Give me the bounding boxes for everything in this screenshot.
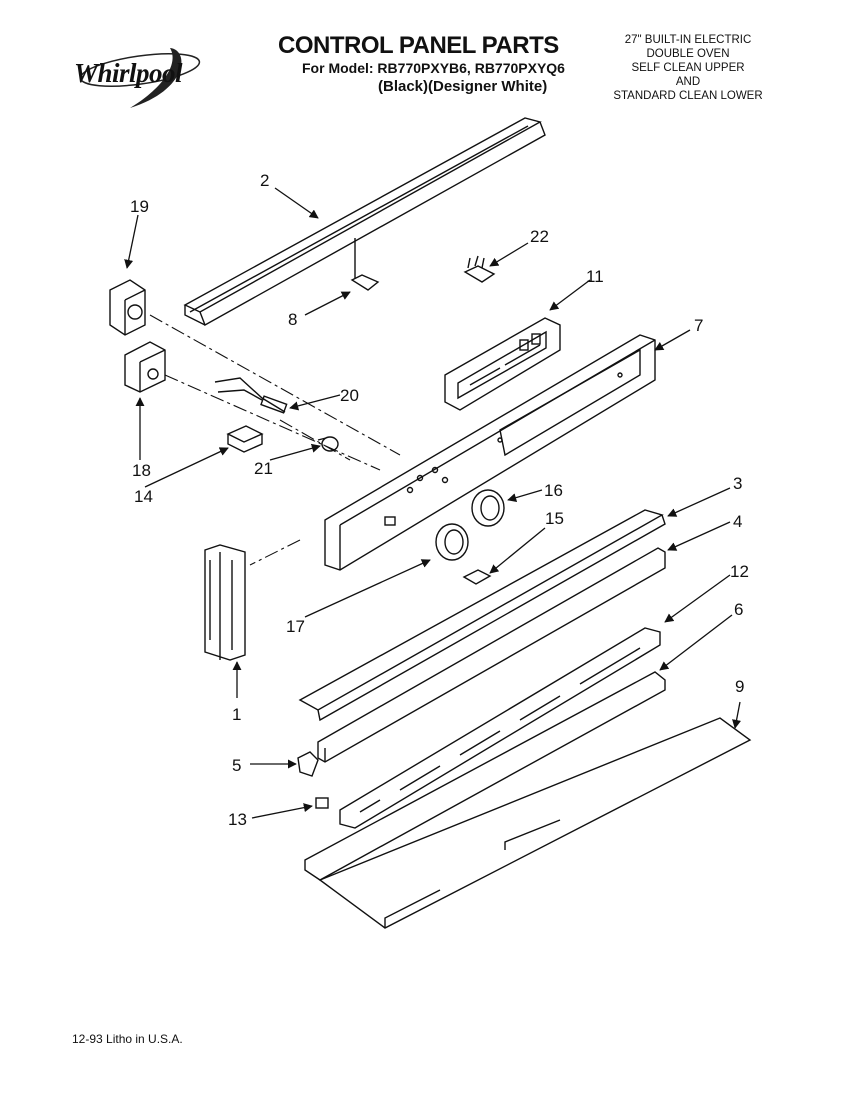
desc-line-2: DOUBLE OVEN bbox=[646, 48, 730, 60]
callout-15: 15 bbox=[545, 509, 564, 528]
part-1-end-cap bbox=[204, 544, 246, 661]
callout-9: 9 bbox=[735, 677, 744, 696]
callout-3: 3 bbox=[733, 474, 742, 493]
part-18-switch bbox=[124, 341, 166, 393]
page-title: CONTROL PANEL PARTS bbox=[278, 32, 559, 59]
callout-labels: 2 19 22 11 8 7 20 18 14 21 16 3 15 4 17 … bbox=[130, 171, 749, 829]
callout-19: 19 bbox=[130, 197, 149, 216]
whirlpool-swirl-icon bbox=[79, 48, 201, 108]
model-line: For Model: RB770PXYB6, RB770PXYQ6 bbox=[302, 60, 565, 76]
callout-7: 7 bbox=[694, 316, 703, 335]
callout-16: 16 bbox=[544, 481, 563, 500]
callout-13: 13 bbox=[228, 810, 247, 829]
litho-footer: 12-93 Litho in U.S.A. bbox=[72, 1032, 183, 1046]
callout-1: 1 bbox=[232, 705, 241, 724]
callout-4: 4 bbox=[733, 512, 742, 531]
part-19-switch bbox=[109, 279, 146, 336]
desc-line-3: SELF CLEAN UPPER bbox=[631, 62, 745, 74]
part-20-harness bbox=[214, 377, 288, 414]
part-7-control-panel bbox=[324, 334, 656, 571]
desc-line-1: 27" BUILT-IN ELECTRIC bbox=[624, 34, 752, 46]
callout-12: 12 bbox=[730, 562, 749, 581]
whirlpool-logo: Whirlpool bbox=[70, 40, 205, 115]
callout-8: 8 bbox=[288, 310, 297, 329]
part-14-switch bbox=[226, 425, 264, 453]
callout-20: 20 bbox=[340, 386, 359, 405]
part-22-connector bbox=[463, 255, 496, 283]
part-4-trim bbox=[317, 547, 666, 763]
callout-5: 5 bbox=[232, 756, 241, 775]
callout-14: 14 bbox=[134, 487, 153, 506]
part-5-end-cap bbox=[297, 751, 319, 777]
callout-11: 11 bbox=[586, 267, 604, 286]
callout-17: 17 bbox=[286, 617, 305, 636]
part-17-knob bbox=[435, 523, 469, 561]
part-2-top-trim bbox=[183, 117, 546, 327]
leader-arrows bbox=[124, 187, 742, 819]
part-12-vent-trim bbox=[339, 627, 661, 829]
part-15-clip bbox=[462, 569, 492, 585]
part-21-lamp bbox=[317, 436, 339, 452]
part-6-bracket bbox=[304, 671, 666, 881]
assembly-guide-lines bbox=[149, 314, 401, 566]
callout-18: 18 bbox=[132, 461, 151, 480]
part-11-control-board bbox=[444, 317, 561, 411]
brand-name: Whirlpool bbox=[74, 58, 183, 88]
callout-6: 6 bbox=[734, 600, 743, 619]
part-13-clip bbox=[315, 797, 329, 809]
appliance-description: 27" BUILT-IN ELECTRIC DOUBLE OVEN SELF C… bbox=[600, 33, 776, 103]
part-8-clip bbox=[350, 238, 380, 291]
desc-line-5: STANDARD CLEAN LOWER bbox=[613, 90, 763, 102]
callout-22: 22 bbox=[530, 227, 549, 246]
part-3-trim bbox=[298, 509, 666, 722]
callout-21: 21 bbox=[254, 459, 273, 478]
desc-line-4: AND bbox=[675, 76, 701, 88]
part-16-knob bbox=[471, 489, 505, 527]
color-line: (Black)(Designer White) bbox=[378, 78, 548, 95]
part-9-bottom-panel bbox=[318, 717, 752, 929]
callout-2: 2 bbox=[260, 171, 269, 190]
